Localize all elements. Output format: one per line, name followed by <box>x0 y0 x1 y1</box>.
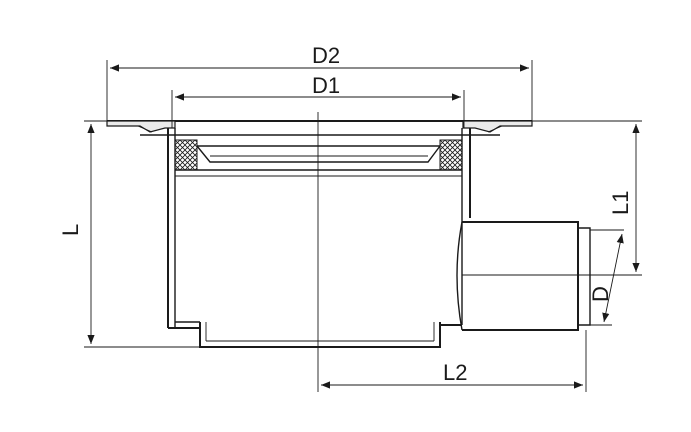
label-d: D <box>588 286 613 302</box>
side-outlet <box>456 221 591 331</box>
dimension-l1: L1 <box>532 120 642 276</box>
seal-ring-left <box>174 139 198 171</box>
bottom-socket <box>199 322 441 348</box>
dimension-d: D <box>588 229 624 326</box>
label-l: L <box>58 224 83 236</box>
label-l1: L1 <box>608 191 633 215</box>
dimension-l2: L2 <box>321 330 587 392</box>
dimension-l: L <box>58 120 200 348</box>
label-d1: D1 <box>312 73 340 98</box>
drain-body <box>167 128 471 329</box>
dimension-d2: D2 <box>106 43 533 121</box>
seal-ring-right <box>439 139 463 171</box>
label-d2: D2 <box>312 43 340 68</box>
top-flange <box>106 120 533 136</box>
inner-insert <box>175 145 462 177</box>
label-l2: L2 <box>443 360 467 385</box>
dimension-d1: D1 <box>171 73 465 128</box>
